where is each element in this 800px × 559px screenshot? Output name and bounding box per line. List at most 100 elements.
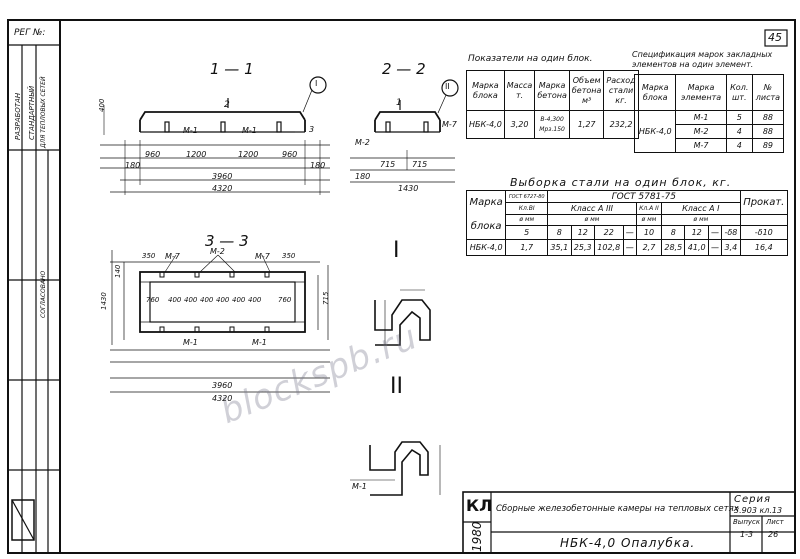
ind-concrete: В-4,300 Мрз.150: [534, 110, 570, 139]
spec-el-3: М-7: [675, 138, 727, 153]
s33-top: 350: [142, 252, 156, 260]
s33-outer: 4320: [212, 394, 233, 403]
s33-right-dim: 715: [322, 291, 330, 305]
steel-dmm-3: ø мм: [635, 214, 663, 226]
s33-inner-1: 760: [146, 296, 160, 304]
steel-table: Марка ГОСТ 6727-80 ГОСТ 5781-75 Прокат. …: [465, 190, 789, 256]
strip-label-4: СОГЛАСОВАНО: [40, 270, 47, 318]
ind-volume: 1,27: [568, 110, 605, 139]
spec-h-sheet: № листа: [751, 74, 785, 111]
s33-inner-3: 400: [184, 296, 198, 304]
steel-val-10: 3,4: [721, 239, 741, 256]
s33-m1-right: М-1: [252, 338, 267, 347]
callout-ii: II: [445, 82, 450, 91]
issue-label: Выпуск: [733, 518, 761, 526]
s11-dim-2: 1200: [186, 150, 207, 159]
steel-row-mark: НБК-4,0: [465, 239, 507, 256]
drawing-name: НБК-4,0 Опалубка.: [560, 536, 696, 550]
steel-val-9: —: [707, 239, 723, 256]
ind-h-mark: Марка блока: [466, 70, 505, 111]
spec-h-element: Марка элемента: [675, 74, 727, 111]
sheet-label: Лист: [766, 518, 784, 526]
steel-size-4: 22: [593, 225, 624, 240]
steel-empty: [739, 214, 789, 226]
steel-prokat: Прокат.: [739, 190, 789, 215]
section-3-3-title: 3 — 3: [205, 232, 249, 250]
steel-size-10: -δ8: [721, 225, 741, 240]
s11-outer: 4320: [212, 184, 233, 193]
spec-qty-2: 4: [725, 124, 753, 139]
sheet-value: 26: [768, 530, 779, 539]
ind-mark: НБК-4,0: [466, 110, 505, 139]
steel-class-a1: Класс А I: [661, 202, 741, 215]
steel-val-2: 35,1: [547, 239, 572, 256]
steel-dmm-4: ø мм: [661, 214, 741, 226]
detail-i-title: I: [393, 238, 400, 263]
steel-val-3: 25,3: [570, 239, 595, 256]
spec-h-qty: Кол. шт.: [725, 74, 753, 111]
section-1-1-title: 1 — 1: [210, 60, 254, 78]
issue-value: 1-3: [740, 530, 754, 539]
spec-table: Марка блока Марка элемента Кол. шт. № ли…: [633, 74, 785, 153]
spec-block: НБК-4,0: [633, 110, 677, 153]
detail-ii-title: II: [390, 374, 403, 399]
ind-h-steel: Расход стали кг.: [603, 70, 639, 111]
series-value: 3.903 кл.13: [734, 506, 783, 515]
s22-m2: М-2: [355, 138, 370, 147]
series-label: Серия: [734, 494, 771, 505]
s22-dim-2: 715: [412, 160, 428, 169]
cut-mark-1: 1: [396, 98, 402, 108]
s11-m1-right: М-1: [242, 126, 257, 135]
s33-inner-8: 760: [278, 296, 292, 304]
s11-dim-4: 960: [282, 150, 298, 159]
steel-gost-small: ГОСТ 6727-80: [505, 190, 549, 203]
s33-m7-left: М-7: [165, 252, 180, 261]
s33-top-right: 350: [282, 252, 296, 260]
steel-size-7: 8: [661, 225, 686, 240]
steel-val-11: 16,4: [739, 239, 789, 256]
s33-inner-4: 400: [200, 296, 214, 304]
steel-class-v1: Кл.ВI: [505, 202, 549, 215]
steel-val-7: 28,5: [661, 239, 686, 256]
steel-val-8: 41,0: [684, 239, 709, 256]
s11-side-left: 180: [125, 161, 141, 170]
steel-gost: ГОСТ 5781-75: [547, 190, 741, 203]
s11-dim-1: 960: [145, 150, 161, 159]
strip-label-2: СТАНДАРТНЫЙ: [28, 85, 36, 140]
steel-size-8: 12: [684, 225, 709, 240]
s11-height: 400: [98, 98, 106, 112]
steel-block-label: блока: [465, 214, 507, 240]
steel-val-4: 102,8: [593, 239, 624, 256]
steel-size-6: 10: [635, 225, 663, 240]
reg-stamp: РЕГ №:: [14, 28, 46, 38]
spec-sheet-2: 88: [751, 124, 785, 139]
s33-total: 3960: [212, 381, 233, 390]
steel-size-11: -δ10: [739, 225, 789, 240]
spec-el-1: М-1: [675, 110, 727, 125]
strip-label-1: РАЗРАБОТАН: [14, 92, 22, 140]
strip-label-3: ДЛЯ ТЕПЛОВЫХ СЕТЕЙ: [40, 76, 47, 148]
steel-val-5: —: [622, 239, 637, 256]
steel-size-9: —: [707, 225, 723, 240]
section-2-2-title: 2 — 2: [382, 60, 426, 78]
steel-class-a3: Класс А III: [547, 202, 637, 215]
steel-size-1: 5: [505, 225, 549, 240]
callout-i: I: [315, 79, 318, 88]
indicators-table: Марка блока Масса т. Марка бетона Объем …: [466, 70, 639, 139]
spec-sheet-1: 88: [751, 110, 785, 125]
s22-side: 180: [355, 172, 371, 181]
spec-sheet-3: 89: [751, 138, 785, 153]
s11-total: 3960: [212, 172, 233, 181]
spec-title: Спецификация марок закладных элементов н…: [632, 50, 773, 69]
s33-m7-right: М-7: [255, 252, 270, 261]
steel-size-3: 12: [570, 225, 595, 240]
s33-m1-left: М-1: [183, 338, 198, 347]
steel-class-a2: Кл.А II: [635, 202, 663, 215]
ind-h-mass: Масса т.: [503, 70, 536, 111]
steel-val-6: 2,7: [635, 239, 663, 256]
steel-val-1: 1,7: [505, 239, 549, 256]
steel-size-2: 8: [547, 225, 572, 240]
steel-dmm-1: ø мм: [505, 214, 549, 226]
steel-dmm-2: ø мм: [547, 214, 637, 226]
